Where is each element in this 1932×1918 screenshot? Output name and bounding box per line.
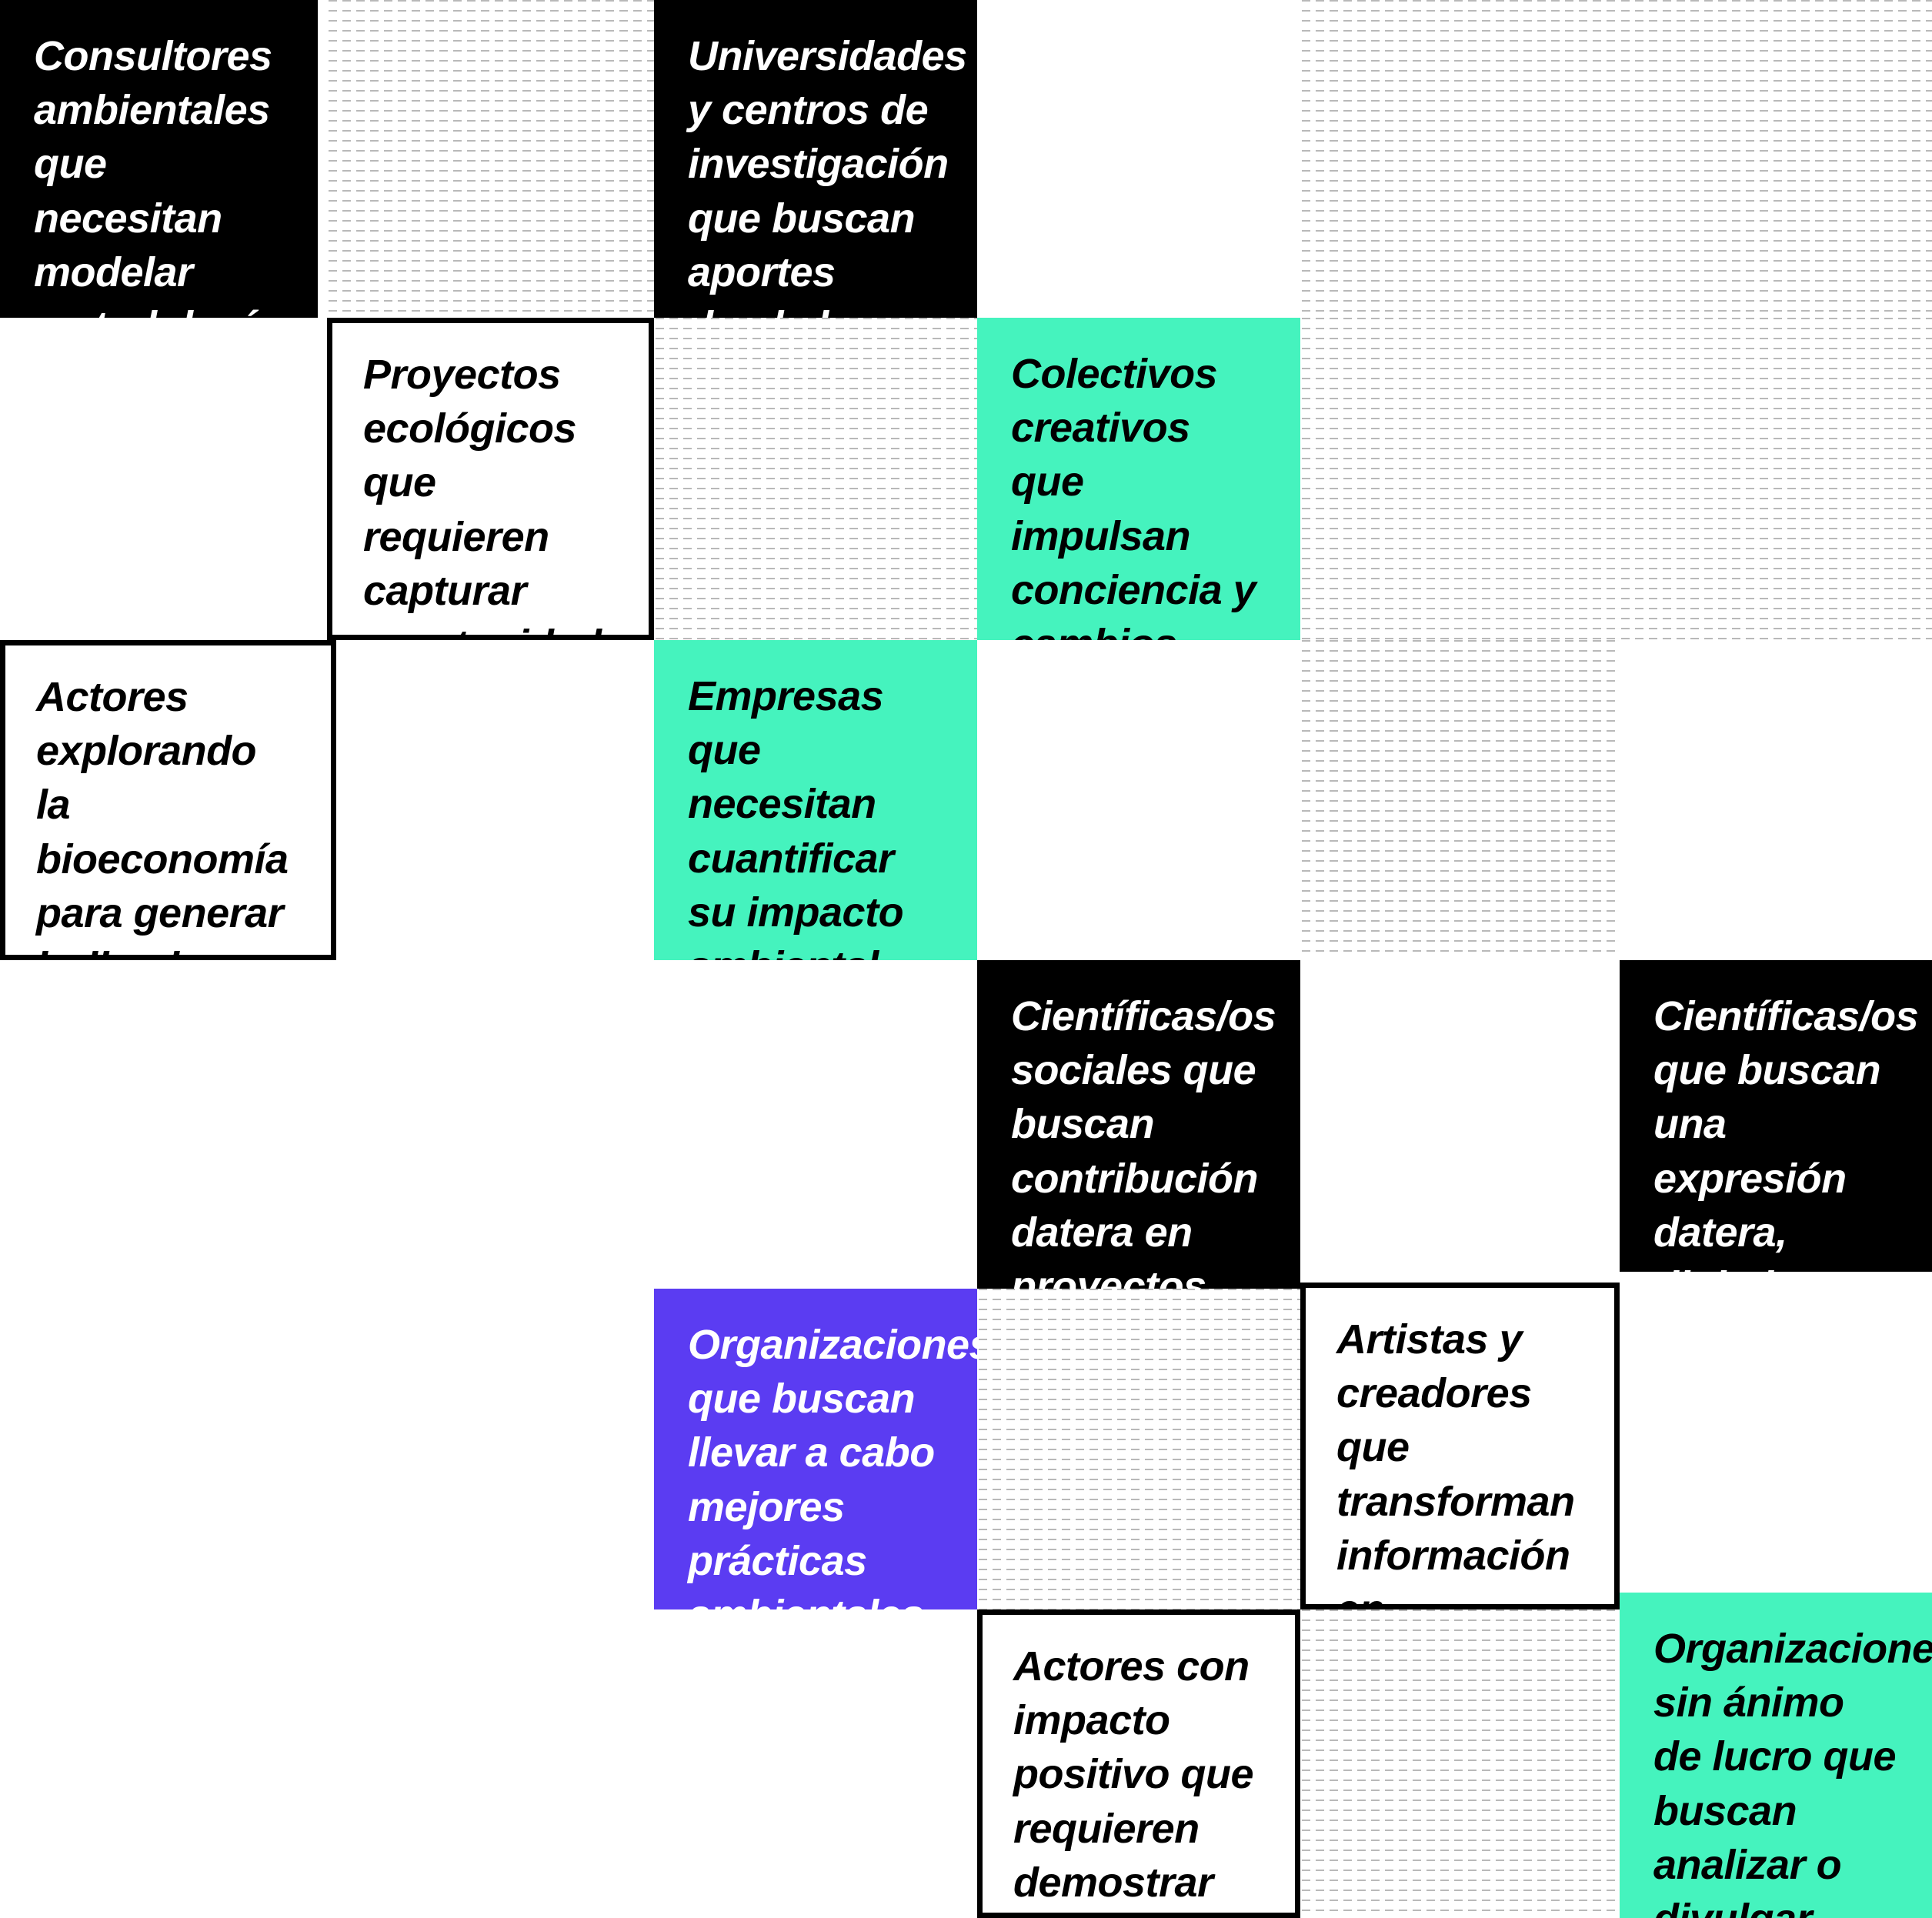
card-actores-bioeconomia[interactable]: Actores explorando la bioeconomía para g… [0,640,336,960]
card-text: Universidades y centros de investigación… [688,33,967,318]
blank-cell-r3c6 [1620,640,1932,960]
card-text: Organizaciones sin ánimo de lucro que bu… [1653,1626,1932,1918]
card-colectivos-creativos[interactable]: Colectivos creativos que impulsan concie… [977,318,1300,640]
texture-cell-r2c6 [1620,318,1932,640]
card-universidades-centros-investigacion[interactable]: Universidades y centros de investigación… [654,0,977,318]
card-text: Consultores ambientales que necesitan mo… [34,33,300,318]
card-organizaciones-sin-animo-lucro[interactable]: Organizaciones sin ánimo de lucro que bu… [1620,1593,1932,1918]
texture-cell-r6c5 [1300,1609,1620,1918]
card-text: Actores explorando la bioeconomía para g… [36,674,299,955]
card-text: Empresas que necesitan cuantificar su im… [688,673,904,960]
blank-cell-r2c1 [0,318,327,640]
card-consultores-ambientales[interactable]: Consultores ambientales que necesitan mo… [0,0,318,318]
texture-cell-r2c5 [1300,318,1620,640]
card-cientificas-sociales[interactable]: Científicas/os sociales que buscan contr… [977,960,1300,1289]
texture-cell-r3c5 [1300,640,1620,960]
blank-cell-r1c4 [977,0,1300,318]
card-proyectos-ecologicos[interactable]: Proyectos ecológicos que requieren captu… [327,318,654,640]
card-text: Científicas/os sociales que buscan contr… [1011,993,1276,1289]
texture-cell-r1c6 [1620,0,1932,318]
texture-cell-r1c5 [1300,0,1620,318]
texture-cell-r2c3 [654,318,977,640]
card-organizaciones-mejores-practicas[interactable]: Organizaciones que buscan llevar a cabo … [654,1289,977,1609]
card-text: Colectivos creativos que impulsan concie… [1011,351,1256,640]
card-text: Científicas/os que buscan una expresión … [1653,993,1919,1272]
card-empresas-impacto-ambiental[interactable]: Empresas que necesitan cuantificar su im… [654,640,977,960]
card-text: Organizaciones que buscan llevar a cabo … [688,1322,977,1609]
card-text: Proyectos ecológicos que requieren captu… [363,352,647,635]
card-text: Actores con impacto positivo que requier… [1013,1643,1254,1906]
card-actores-impacto-positivo[interactable]: Actores con impacto positivo que requier… [977,1609,1300,1918]
texture-cell-r5c4 [977,1289,1300,1609]
texture-cell-r1c2 [327,0,654,318]
blank-cell-r3c2 [336,640,654,960]
blank-cell-r3c4 [977,640,1300,960]
card-text: Artistas y creadores que transforman inf… [1336,1316,1575,1609]
card-cientificas-expresion-datera[interactable]: Científicas/os que buscan una expresión … [1620,960,1932,1272]
card-artistas-creadores[interactable]: Artistas y creadores que transforman inf… [1300,1283,1620,1609]
